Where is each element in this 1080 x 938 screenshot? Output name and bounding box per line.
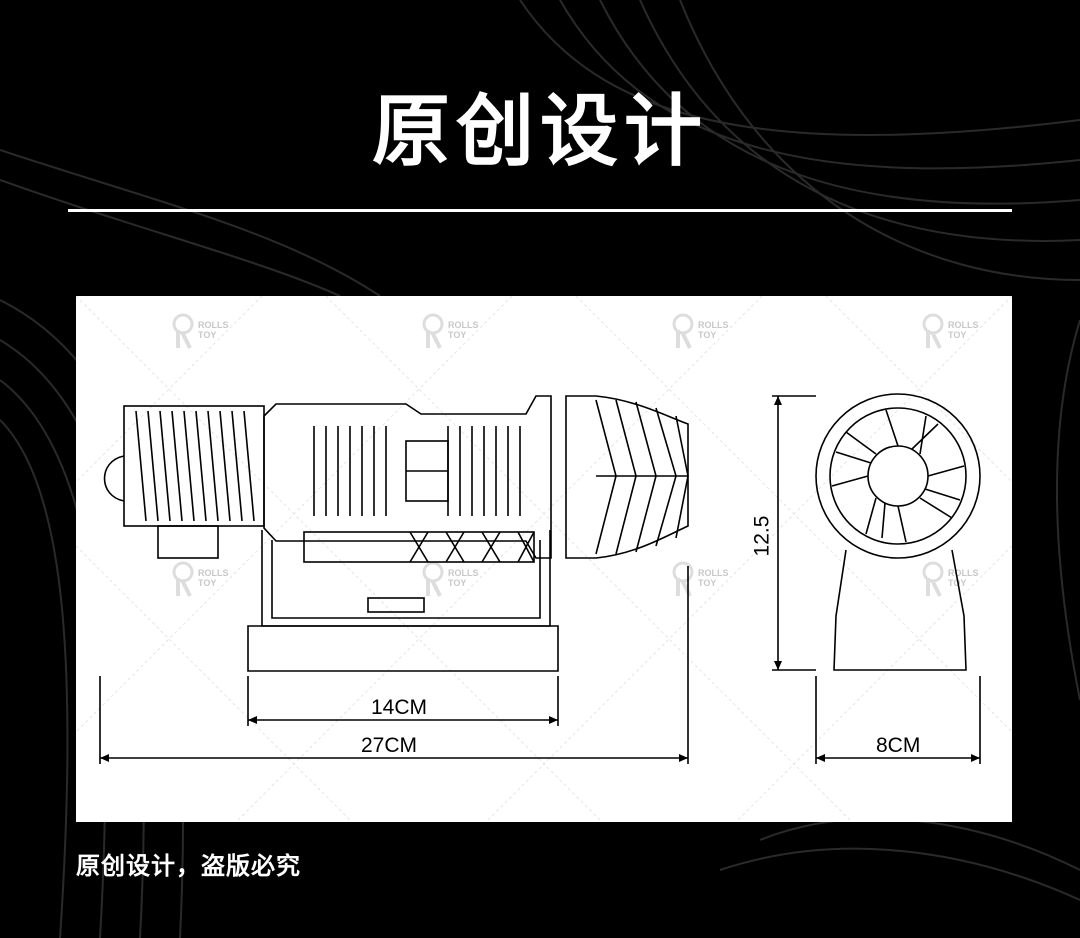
page-title: 原创设计 (371, 87, 708, 177)
dim-line-12-5 (772, 395, 816, 671)
front-view-hub (867, 445, 929, 507)
front-view-stand (833, 549, 967, 671)
watermark-grid (76, 296, 1012, 822)
title-divider (68, 209, 1012, 212)
engine-line-drawing (99, 393, 981, 764)
dim-line-27cm (99, 566, 689, 764)
exhaust-nozzle (565, 395, 689, 559)
front-view-casing (815, 393, 981, 559)
dimension-label-14cm: 14CM (371, 696, 428, 719)
dimension-label-12-5: 12.5 (750, 515, 774, 557)
dimension-label-8cm: 8CM (876, 734, 921, 757)
compressor-stages (313, 426, 521, 516)
fan-blades (135, 410, 255, 522)
nose-cone (103, 455, 125, 502)
compressor-core (263, 395, 552, 559)
copyright-caption: 原创设计，盗版必究 (76, 852, 301, 880)
dim-line-14cm (247, 676, 559, 726)
dimension-label-27cm: 27CM (361, 734, 418, 757)
front-view-blades (831, 409, 965, 543)
dim-line-8cm (815, 676, 981, 764)
stand-knob (367, 597, 425, 613)
nozzle-petals (595, 399, 689, 555)
